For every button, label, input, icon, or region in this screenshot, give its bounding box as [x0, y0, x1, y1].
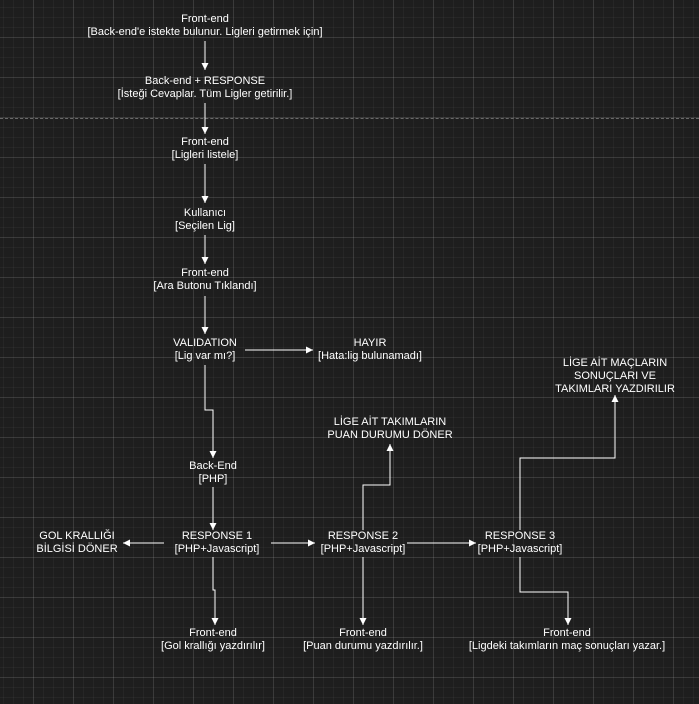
- node-detail: [Ligdeki takımların maç sonuçları yazar.…: [468, 640, 666, 652]
- node-title: Front-end: [339, 627, 387, 639]
- node-frontend-goal-king[interactable]: Front-end [Gol krallığı yazdırılır]: [161, 627, 265, 653]
- node-detail: [Ara Butonu Tıklandı]: [153, 280, 257, 292]
- node-detail: [PHP]: [198, 473, 228, 485]
- node-detail: [Lig var mı?]: [174, 350, 236, 362]
- node-title: HAYIR: [353, 337, 387, 349]
- node-detail-extra: TAKIMLARI YAZDIRILIR: [555, 383, 675, 395]
- node-match-results-output[interactable]: LİGE AİT MAÇLARIN SONUÇLARI VE TAKIMLARI…: [555, 357, 675, 396]
- node-goal-king-info[interactable]: GOL KRALLIĞI BİLGİSİ DÖNER: [36, 530, 117, 556]
- node-detail: PUAN DURUMU DÖNER: [327, 429, 453, 441]
- edge-response3-to-results[interactable]: [519, 395, 619, 530]
- node-title: Front-end: [181, 13, 229, 25]
- node-user-selected-league[interactable]: Kullanıcı [Seçilen Lig]: [175, 207, 235, 233]
- edge-response3-to-frontend3[interactable]: [519, 557, 572, 625]
- node-title: Front-end: [543, 627, 591, 639]
- node-title: Back-end + RESPONSE: [144, 75, 266, 87]
- node-frontend-search-clicked[interactable]: Front-end [Ara Butonu Tıklandı]: [153, 267, 256, 293]
- page-break-line: [0, 118, 699, 119]
- node-title: Front-end: [181, 267, 229, 279]
- node-detail: [Back-end'e istekte bulunur. Ligleri get…: [87, 26, 323, 38]
- node-title: Back-End: [189, 460, 237, 472]
- node-response-1[interactable]: RESPONSE 1 [PHP+Javascript]: [175, 530, 260, 556]
- node-standings-output[interactable]: LİGE AİT TAKIMLARIN PUAN DURUMU DÖNER: [327, 416, 452, 442]
- node-validation[interactable]: VALIDATION [Lig var mı?]: [173, 337, 237, 363]
- edge-response2-to-standings[interactable]: [362, 444, 394, 530]
- node-title: RESPONSE 1: [181, 530, 253, 542]
- node-detail: [PHP+Javascript]: [320, 543, 406, 555]
- node-backend-response[interactable]: Back-end + RESPONSE [İsteği Cevaplar. Tü…: [118, 75, 293, 101]
- node-title: LİGE AİT MAÇLARIN: [562, 357, 668, 369]
- node-title: Kullanıcı: [183, 207, 227, 219]
- node-title: VALIDATION: [173, 337, 237, 349]
- node-detail: [İsteği Cevaplar. Tüm Ligler getirilir.]: [117, 88, 293, 100]
- edge-validation-to-backend[interactable]: [204, 365, 217, 458]
- node-backend-php[interactable]: Back-End [PHP]: [189, 460, 237, 486]
- edge-response1-to-frontend1[interactable]: [211, 557, 219, 625]
- node-frontend-request[interactable]: Front-end [Back-end'e istekte bulunur. L…: [87, 13, 322, 39]
- node-detail: [PHP+Javascript]: [477, 543, 563, 555]
- node-frontend-match-results[interactable]: Front-end [Ligdeki takımların maç sonuçl…: [469, 627, 665, 653]
- node-title: Front-end: [189, 627, 237, 639]
- node-detail: [PHP+Javascript]: [174, 543, 260, 555]
- node-response-2[interactable]: RESPONSE 2 [PHP+Javascript]: [321, 530, 406, 556]
- node-title: Front-end: [181, 136, 229, 148]
- node-detail: SONUÇLARI VE: [574, 370, 656, 382]
- node-response-3[interactable]: RESPONSE 3 [PHP+Javascript]: [478, 530, 563, 556]
- node-no-league-error[interactable]: HAYIR [Hata:lig bulunamadı]: [318, 337, 422, 363]
- node-title: LİGE AİT TAKIMLARIN: [333, 416, 447, 428]
- node-detail: [Seçilen Lig]: [175, 220, 235, 232]
- node-detail: [Puan durumu yazdırılır.]: [303, 640, 423, 652]
- node-title: GOL KRALLIĞI: [39, 530, 115, 542]
- node-detail: [Gol krallığı yazdırılır]: [161, 640, 265, 652]
- node-title: RESPONSE 2: [327, 530, 399, 542]
- node-frontend-list-leagues[interactable]: Front-end [Ligleri listele]: [172, 136, 239, 162]
- node-detail: BİLGİSİ DÖNER: [36, 543, 118, 555]
- node-detail: [Hata:lig bulunamadı]: [318, 350, 422, 362]
- node-title: RESPONSE 3: [484, 530, 556, 542]
- node-detail: [Ligleri listele]: [171, 149, 239, 161]
- node-frontend-standings[interactable]: Front-end [Puan durumu yazdırılır.]: [303, 627, 423, 653]
